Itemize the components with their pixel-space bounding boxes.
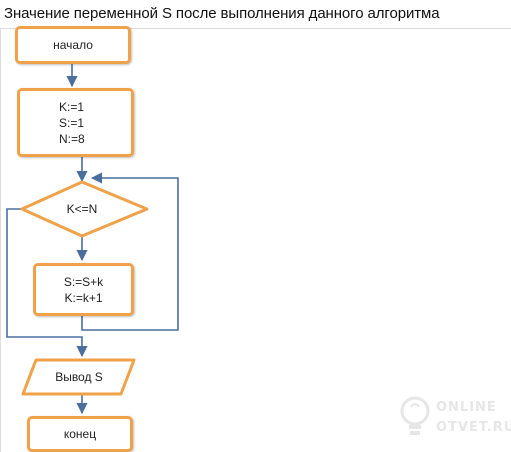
init-block: K:=1 S:=1 N:=8: [17, 88, 134, 157]
condition-label: K<=N: [66, 202, 98, 216]
watermark-logo: ONLINE OTVET.RU: [398, 392, 511, 448]
start-label: начало: [53, 38, 93, 52]
body-line-s: S:=S+k: [63, 274, 104, 289]
condition-diamond: [20, 180, 149, 238]
end-block: конец: [27, 416, 133, 452]
frame-left-border: [0, 28, 1, 452]
output-parallelogram: [21, 358, 136, 396]
init-line-s: S:=1: [59, 115, 85, 130]
output-label: Вывод S: [55, 370, 103, 384]
body-line-k: K:=k+1: [64, 290, 103, 305]
watermark-line-1: ONLINE: [436, 400, 497, 415]
loop-body-block: S:=S+k K:=k+1: [33, 263, 134, 316]
lightbulb-icon: [400, 396, 430, 435]
frame-top-border: [0, 28, 511, 29]
heading: Значение переменной S после выполнения д…: [4, 5, 440, 22]
start-block: начало: [15, 26, 131, 64]
connector-loop-back: [81, 172, 179, 331]
end-label: конец: [63, 427, 97, 441]
init-line-n: N:=8: [59, 131, 85, 146]
watermark-line-2: OTVET.RU: [436, 420, 511, 435]
init-line-k: K:=1: [59, 99, 85, 114]
connector-condition-exit: [6, 208, 88, 358]
